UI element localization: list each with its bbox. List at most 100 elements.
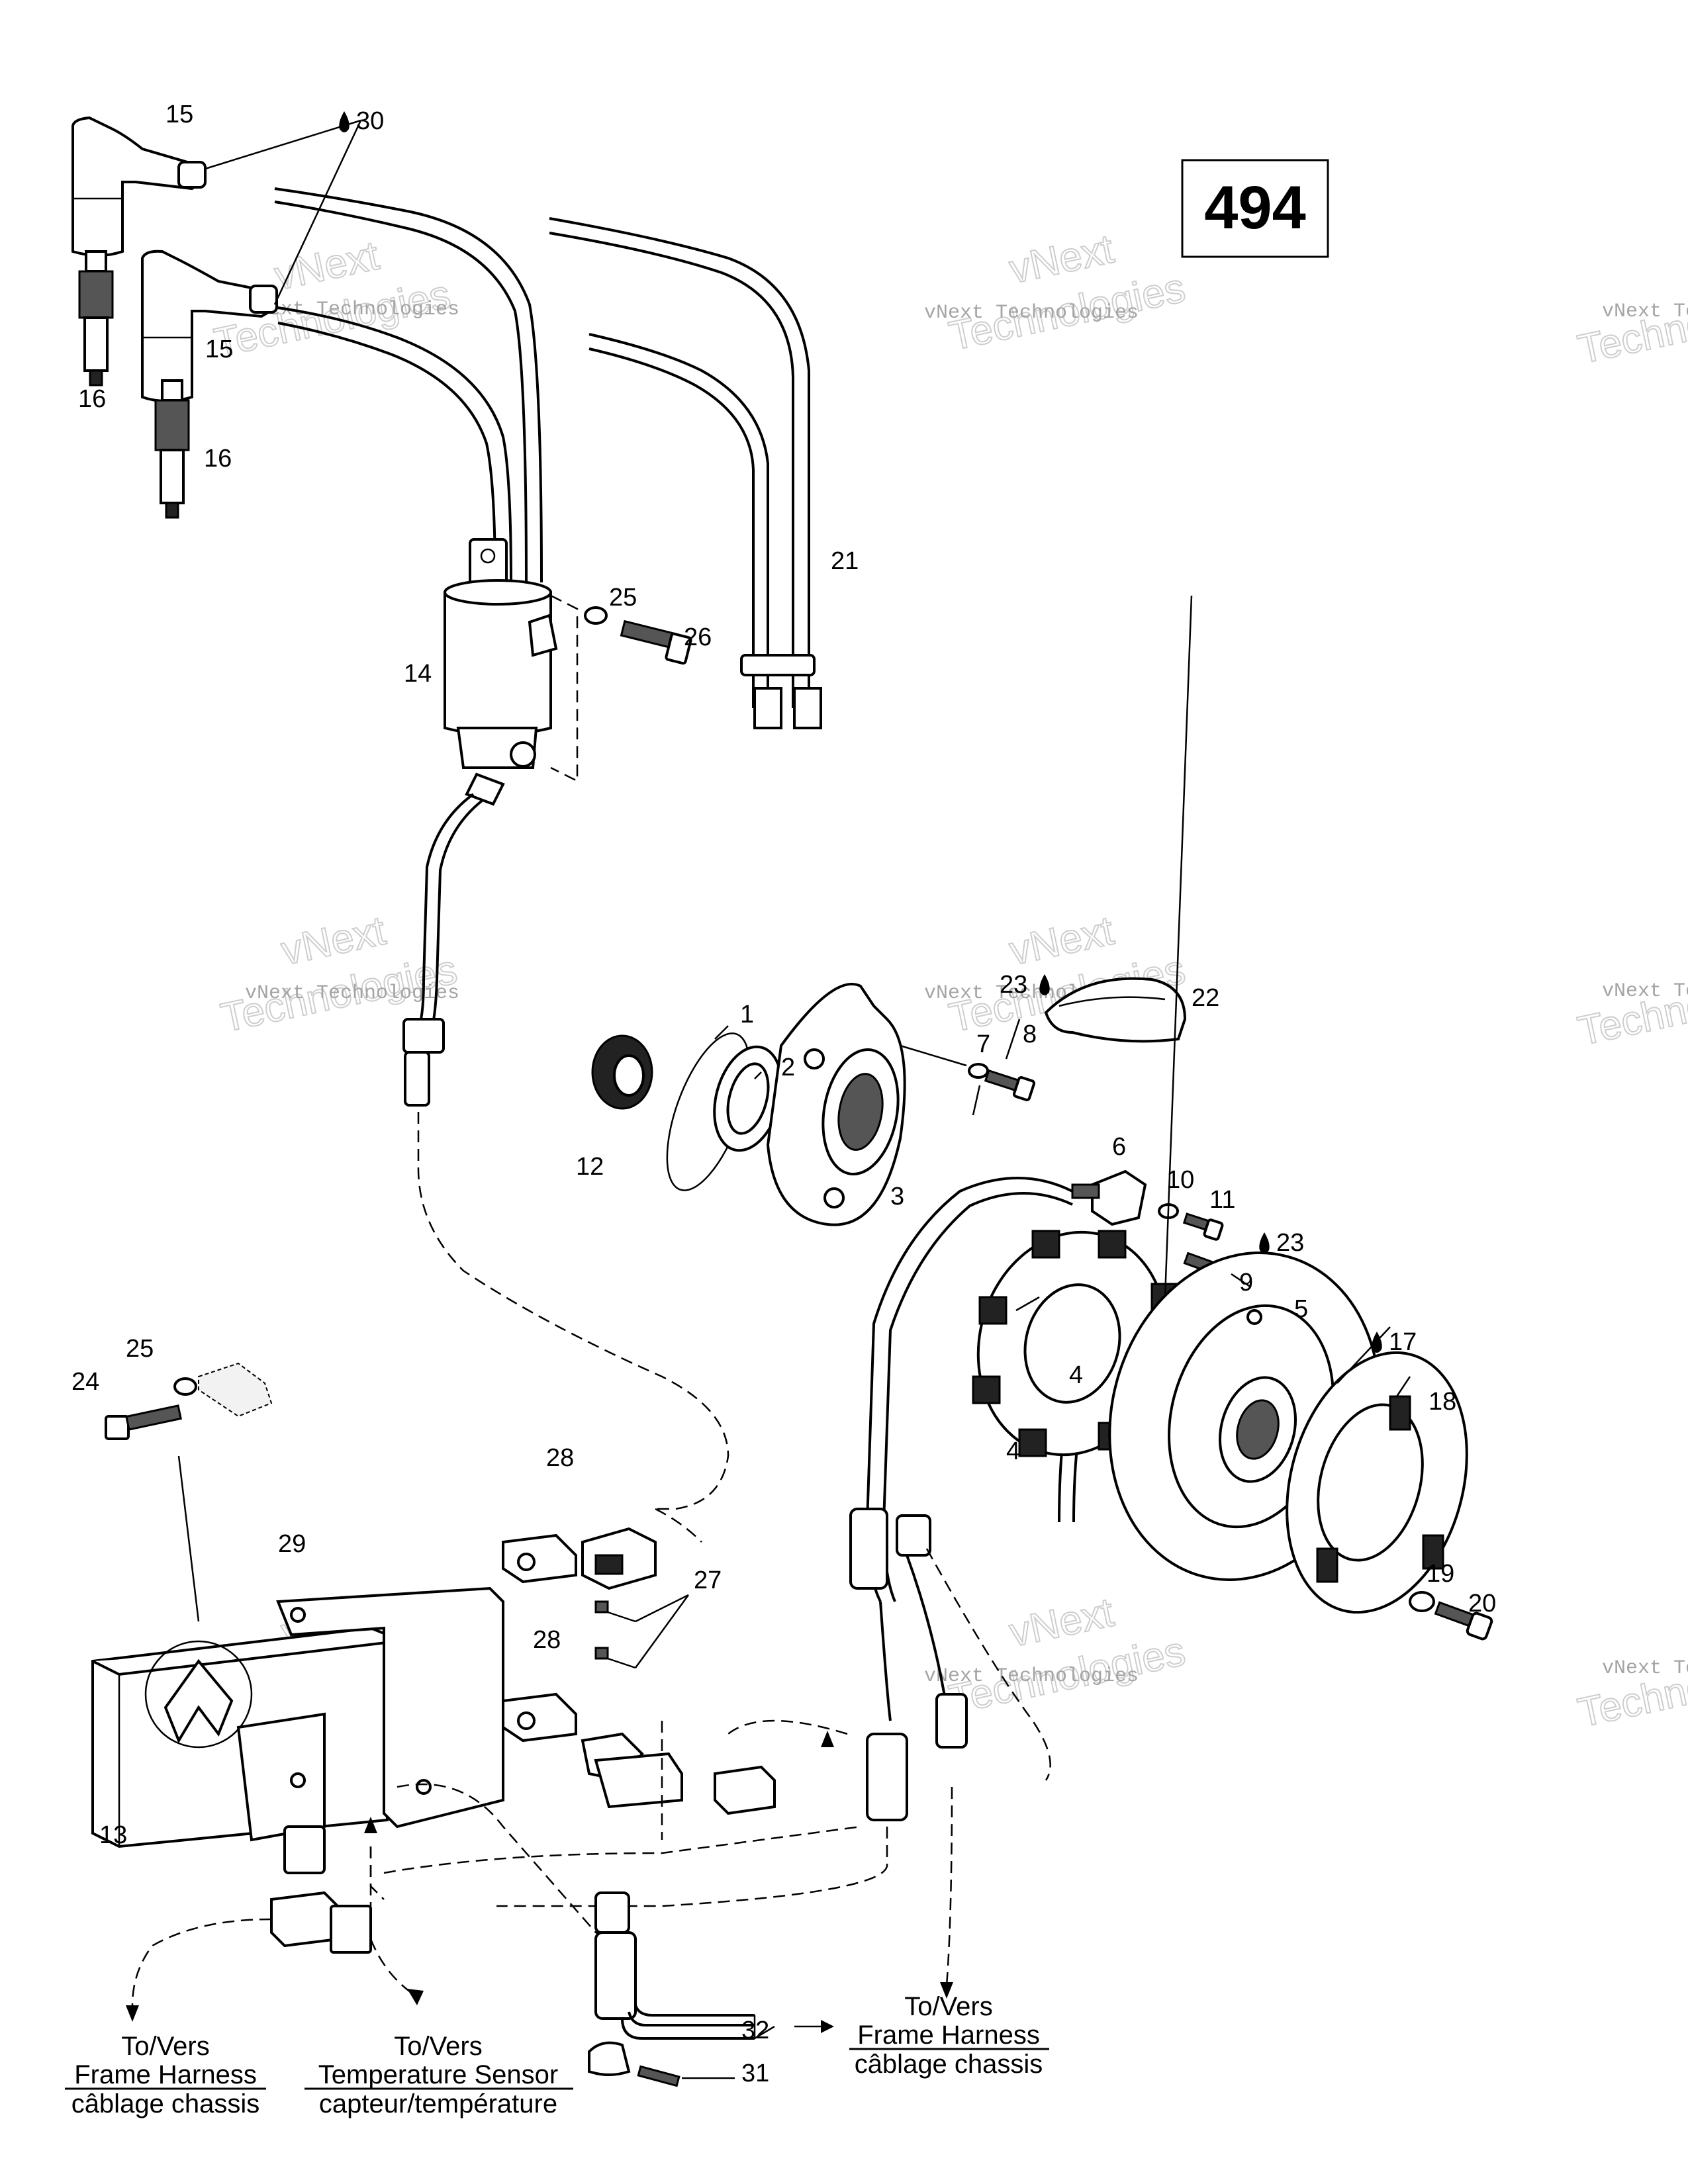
callout-15: 15	[205, 336, 233, 363]
callout-4: 4	[1069, 1361, 1083, 1389]
washer-7	[968, 1063, 989, 1079]
washer-25-bracket	[173, 1377, 197, 1396]
callout-28: 28	[546, 1444, 574, 1472]
high-tension-wire-2	[277, 306, 512, 583]
bolt-8	[984, 1069, 1036, 1101]
diagram-number-box: 494	[1181, 159, 1329, 258]
leaders-31-32	[635, 2037, 735, 2079]
callout-21: 21	[831, 547, 859, 575]
wire-clamp	[740, 654, 822, 729]
callout-3: 3	[890, 1183, 904, 1210]
callout-32: 32	[741, 2017, 769, 2044]
spark-plug-cap-upper	[71, 116, 207, 257]
spark-plug-lower	[154, 379, 190, 519]
bracket-mount	[198, 1362, 273, 1418]
dest-right-line2: Frame Harness	[857, 2021, 1040, 2050]
dest-right-line1: To/Vers	[904, 1992, 992, 2021]
callout-8: 8	[1023, 1021, 1037, 1048]
diagram-number: 494	[1204, 174, 1306, 242]
leader-cover-housing	[900, 1044, 967, 1067]
stator-housing-3	[766, 982, 906, 1226]
sensor-32	[594, 1891, 775, 2040]
leader-27	[634, 1594, 690, 1668]
callout-1: 1	[740, 1001, 754, 1028]
ignition-coil	[444, 538, 579, 806]
callout-9: 9	[1239, 1269, 1253, 1297]
callout-7: 7	[976, 1030, 990, 1058]
watermark-technologies: Technologies	[1574, 1641, 1688, 1736]
watermark-text: vNext Technologies	[924, 302, 1139, 324]
oil-seal-2	[713, 1045, 783, 1152]
callout-10: 10	[1166, 1166, 1194, 1194]
connector-plug-lower	[581, 1732, 683, 1809]
callout-23: 23	[1276, 1229, 1304, 1257]
callout-13: 13	[99, 1821, 127, 1849]
watermark-text: vNext Technologies	[1602, 980, 1688, 1003]
callout-leaders	[205, 119, 1411, 1397]
coil-primary-wire	[402, 793, 729, 1510]
connector-housing-28-lower	[502, 1692, 577, 1743]
oil-drop-icon	[339, 111, 350, 132]
callout-20: 20	[1468, 1590, 1496, 1617]
callout-16: 16	[78, 385, 106, 413]
high-tension-wire-1	[274, 187, 543, 583]
watermark-text: vNext Technologies	[245, 982, 459, 1005]
callout-25: 25	[609, 584, 637, 612]
high-tension-wire-21-a	[549, 217, 810, 708]
watermark-technologies: Technologies	[1574, 278, 1688, 373]
oil-drop-icon	[1372, 1332, 1382, 1353]
callout-25: 25	[126, 1335, 154, 1363]
high-tension-wire-21-b	[588, 333, 769, 708]
callout-30: 30	[356, 107, 384, 135]
oil-drop-icon	[1039, 974, 1050, 995]
callout-28: 28	[533, 1626, 561, 1654]
destination-frame-harness-left: To/Vers Frame Harness câblage chassis	[65, 2032, 266, 2118]
callouts: 15 15 16 16 30 14 25 26 21 1 2 3 12 23 2…	[71, 101, 1496, 2087]
callout-6: 6	[1112, 1133, 1126, 1161]
cdi-module-13	[91, 1626, 398, 1874]
bolt-11	[1182, 1212, 1224, 1241]
callout-23: 23	[1000, 971, 1027, 999]
watermark-text: vNext Technologies	[245, 298, 459, 321]
starting-pulley-18	[1286, 1351, 1468, 1614]
connector-plug-mid	[714, 1765, 776, 1815]
callout-4: 4	[1006, 1437, 1020, 1465]
connector-plug-upper	[581, 1527, 657, 1590]
grommet-12	[591, 1034, 653, 1110]
destination-frame-harness-right: To/Vers Frame Harness câblage chassis	[849, 1992, 1049, 2079]
connector-housing-28-upper	[502, 1533, 577, 1584]
spark-plug-upper	[78, 250, 114, 387]
leader-bolt-24-cdi	[177, 1455, 200, 1622]
terminal-pin-27-a	[594, 1600, 636, 1623]
callout-18: 18	[1429, 1388, 1456, 1416]
dest-temp-line2: Temperature Sensor	[318, 2060, 558, 2089]
cover-22	[1044, 977, 1187, 1043]
callout-14: 14	[404, 660, 432, 688]
watermark-text: vNext Technologies	[1602, 300, 1688, 323]
washer-19	[1409, 1591, 1435, 1612]
watermark-text: vNext Technologies	[924, 1665, 1139, 1688]
temperature-sensor-connector	[131, 1891, 411, 2006]
callout-19: 19	[1427, 1560, 1454, 1588]
dest-temp-line1: To/Vers	[394, 2032, 482, 2061]
trigger-coil-6	[1071, 1169, 1147, 1226]
callout-31: 31	[741, 2060, 769, 2087]
callout-17: 17	[1389, 1328, 1417, 1356]
destination-arrow-right	[794, 1982, 953, 2033]
dest-right-line3: câblage chassis	[855, 2050, 1043, 2079]
bolt-24	[105, 1404, 182, 1440]
destination-arrow-temp	[407, 1989, 424, 2005]
clamp-31	[588, 2041, 680, 2087]
callout-27: 27	[694, 1567, 722, 1594]
arrow-up-bracket	[364, 1731, 834, 1833]
dest-left-line1: To/Vers	[121, 2032, 209, 2061]
callout-15: 15	[165, 101, 193, 128]
oil-drop-icon	[1259, 1232, 1270, 1253]
dest-left-line3: câblage chassis	[71, 2089, 260, 2118]
callout-2: 2	[781, 1054, 795, 1081]
washer-25-coil	[584, 606, 608, 625]
callout-26: 26	[684, 623, 712, 651]
stator-harness	[496, 1177, 1152, 1986]
bolt-20	[1434, 1601, 1493, 1641]
watermark-technologies: Technologies	[1574, 960, 1688, 1054]
